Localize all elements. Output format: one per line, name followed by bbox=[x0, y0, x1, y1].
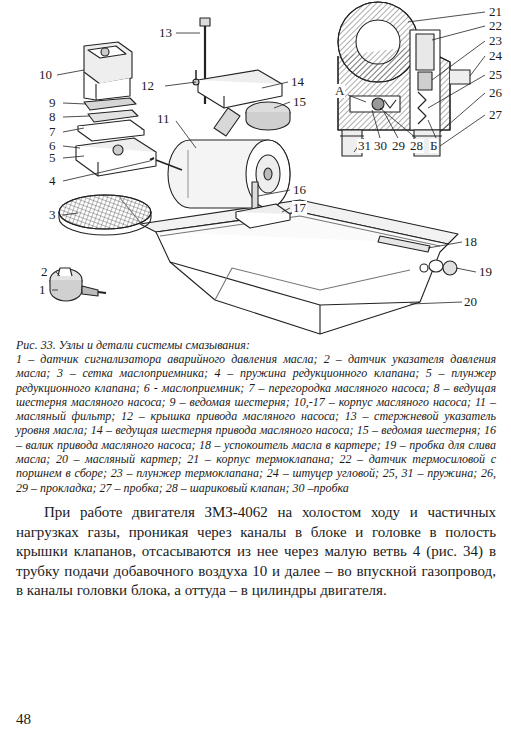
callout-number: 4 bbox=[48, 174, 57, 188]
callout-number: 3 bbox=[48, 208, 57, 222]
callout-number: 20 bbox=[463, 295, 478, 309]
callout-number: А bbox=[334, 84, 345, 98]
callout-number: 8 bbox=[48, 110, 57, 124]
callout-number: Б bbox=[429, 139, 438, 153]
callout-number: 17 bbox=[292, 201, 307, 215]
callout-number: 25 bbox=[488, 68, 503, 82]
callout-number: 22 bbox=[488, 19, 503, 33]
callout-number: 11 bbox=[156, 112, 171, 126]
callout-number: 9 bbox=[48, 96, 57, 110]
callout-number: 24 bbox=[488, 49, 503, 63]
callout-number: 21 bbox=[488, 5, 503, 19]
body-paragraph: При работе двигателя ЗМЗ-4062 на холосто… bbox=[16, 503, 496, 601]
callout-number: 12 bbox=[140, 79, 155, 93]
page-number: 48 bbox=[16, 710, 31, 728]
callout-number: 1 bbox=[38, 283, 47, 297]
callout-number: 29 bbox=[391, 139, 406, 153]
callout-number: 2 bbox=[40, 265, 49, 279]
callout-number: 16 bbox=[292, 183, 307, 197]
callout-number: 28 bbox=[409, 139, 424, 153]
figure-caption: Рис. 33. Узлы и детали системы смазывани… bbox=[16, 338, 496, 352]
callout-number: 5 bbox=[48, 151, 57, 165]
callout-number: 30 bbox=[373, 139, 388, 153]
callout-number: 18 bbox=[463, 235, 478, 249]
callout-number: 13 bbox=[158, 26, 173, 40]
callout-number: 19 bbox=[478, 265, 493, 279]
callout-number: 7 bbox=[48, 125, 57, 139]
callout-number: 31 bbox=[357, 139, 372, 153]
callout-number: 27 bbox=[488, 108, 503, 122]
callout-number: 15 bbox=[292, 95, 307, 109]
callout-number: 23 bbox=[488, 34, 503, 48]
callout-number: 10 bbox=[38, 68, 53, 82]
callout-number: 14 bbox=[290, 75, 305, 89]
caption-legend-text: 1 – датчик сигнализатора аварийного давл… bbox=[16, 352, 496, 495]
callout-number: 26 bbox=[488, 86, 503, 100]
